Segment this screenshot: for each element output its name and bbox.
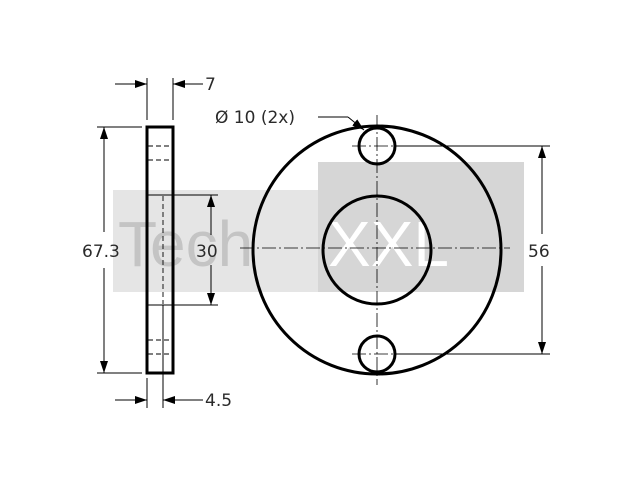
side-view (145, 125, 175, 375)
dimension-hole-spacing: 56 (395, 145, 550, 355)
outer-circle (251, 124, 503, 376)
dimension-rim: 4.5 (115, 305, 232, 411)
dimension-hole-spacing-label: 56 (528, 242, 550, 262)
watermark: Tech XXL (113, 162, 524, 292)
dimension-thickness-label: 7 (205, 75, 216, 95)
dimension-bore: 30 (173, 194, 218, 306)
hole-callout: Ø 10 (2x) (215, 108, 365, 131)
dimension-outer-diameter-label: 67.3 (82, 242, 120, 262)
bore-circle (321, 194, 433, 306)
front-view (240, 115, 510, 385)
dimension-thickness: 7 (115, 75, 216, 120)
hole-callout-label: Ø 10 (2x) (215, 108, 295, 128)
dimension-outer-diameter: 67.3 (82, 126, 142, 374)
watermark-text-tech: Tech (118, 208, 253, 280)
dimension-bore-label: 30 (196, 242, 218, 262)
side-view-outline (145, 125, 175, 375)
watermark-dark-band (318, 162, 524, 292)
dimension-rim-label: 4.5 (205, 391, 232, 411)
